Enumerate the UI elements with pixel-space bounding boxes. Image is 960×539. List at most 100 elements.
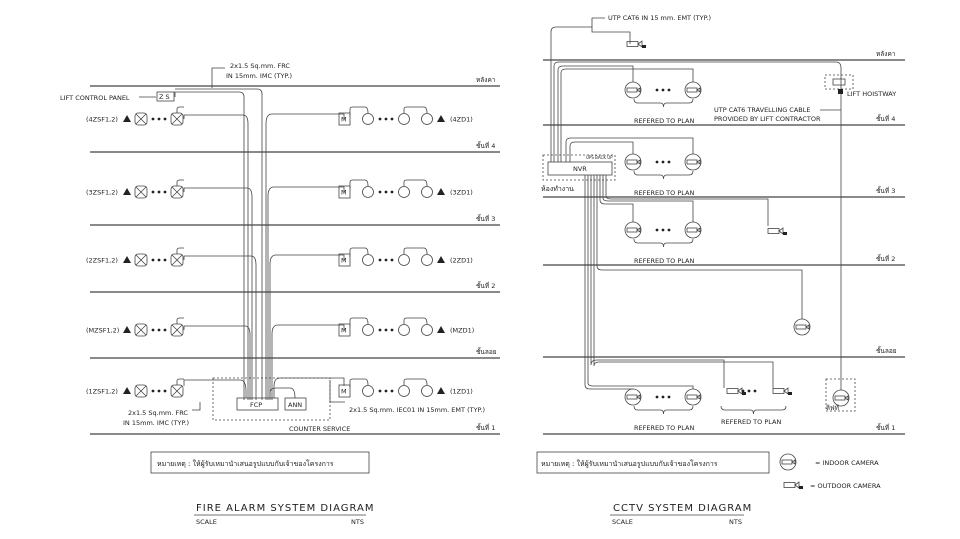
manual-station-icon (338, 185, 351, 199)
bell-icon (123, 115, 131, 122)
outdoor-camera-icon (726, 388, 739, 394)
wire (176, 378, 184, 385)
manual-station-icon (338, 384, 351, 398)
refered-to-plan-label: REFERED TO PLAN (721, 418, 781, 426)
fa-floor-row: (MZSF1,2)M(MZD1) (86, 317, 474, 337)
ellipsis-dot (661, 88, 665, 92)
fa-zone-right-label: (3ZD1) (450, 189, 473, 197)
ellipsis-dot (378, 328, 382, 332)
ellipsis-dot (151, 258, 155, 262)
indoor-camera-body (795, 324, 807, 330)
strobe-icon (398, 324, 410, 336)
cc-note: หมายเหตุ : ให้ผู้รับเหมานำเสนอรูปแบบกับเ… (541, 459, 718, 468)
ellipsis-dot (384, 117, 388, 121)
wire (349, 317, 369, 327)
bell-icon (123, 387, 131, 394)
fa-cable-bl-line1: 2x1.5 Sq.mm. FRC (128, 409, 188, 417)
ellipsis-dot (655, 160, 659, 164)
ellipsis-dot (163, 258, 167, 262)
indoor-camera-icon (684, 221, 702, 239)
strobe-icon (398, 186, 410, 198)
cc-floor-label: ชั้นที่ 4 (876, 114, 895, 123)
cc-scale-value: NTS (729, 518, 742, 526)
smoke-detector-icon (134, 384, 148, 398)
outdoor-camera-lens (794, 481, 800, 489)
smoke-detector-mark (171, 385, 183, 397)
fa-floor-label: ชั้นที่ 4 (476, 141, 495, 150)
ellipsis-dot (661, 395, 665, 399)
bell-icon (437, 115, 445, 122)
counter-service-label: COUNTER SERVICE (289, 425, 350, 433)
outdoor-camera-mount (788, 392, 792, 395)
ellipsis-dot (378, 117, 382, 121)
ellipsis-dot (667, 228, 671, 232)
strobe-icon (362, 254, 374, 266)
lift-control-panel-icon (156, 91, 175, 102)
travelling-cable-line2: PROVIDED BY LIFT CONTRACTOR (714, 115, 821, 123)
refered-to-plan-label: REFERED TO PLAN (634, 117, 694, 125)
smoke-detector-mark (171, 186, 183, 198)
lift-car-area (825, 378, 856, 412)
fa-zone-right-label: (4ZD1) (450, 116, 473, 124)
outdoor-camera-icon (772, 388, 785, 394)
fa-note: หมายเหตุ : ให้ผู้รับเหมานำเสนอรูปแบบกับเ… (157, 459, 334, 468)
fa-zone-left-label: (3ZSF1,2) (86, 189, 118, 197)
strobe-icon (398, 113, 410, 125)
lift-hoistway-box (824, 74, 854, 90)
bell-icon (123, 326, 131, 333)
nvr-label: NVR (573, 165, 587, 173)
ellipsis-dot (655, 395, 659, 399)
indoor-camera-lens (636, 159, 641, 165)
indoor-camera-body (686, 87, 698, 93)
indoor-camera-body (626, 227, 638, 233)
fa-cable-top-line1: 2x1.5 Sq.mm. FRC (230, 62, 290, 70)
ellipsis-dot (753, 389, 757, 393)
outdoor-camera-mount (742, 392, 746, 395)
fa-floor-label: หลังคา (476, 76, 496, 84)
ellipsis-dot (390, 389, 394, 393)
fa-cable-top-line2: IN 15mm. IMC (TYP.) (226, 72, 292, 80)
fa-cable-br: 2x1.5 Sq.mm. IEC01 IN 15mm. EMT (TYP.) (349, 406, 485, 414)
indoor-camera-lens (805, 324, 810, 330)
bell-icon (123, 256, 131, 263)
ellipsis-dot (384, 190, 388, 194)
indoor-camera-lens (636, 227, 641, 233)
indoor-camera-body (626, 159, 638, 165)
ellipsis-dot (667, 160, 671, 164)
cc-floor-label: ชั้นที่ 3 (876, 186, 895, 195)
manual-station-glyph: M (341, 116, 347, 124)
wire (349, 106, 369, 116)
counter-service-area (212, 377, 331, 421)
smoke-detector-mark (171, 324, 183, 336)
indoor-camera-icon (684, 153, 702, 171)
indoor-camera-lens (791, 459, 796, 465)
brace (633, 170, 694, 180)
indoor-camera-body (686, 227, 698, 233)
ellipsis-dot (151, 389, 155, 393)
ellipsis-dot (384, 328, 388, 332)
fa-floor-label: ชั้นที่ 3 (476, 214, 495, 223)
bell-icon (437, 256, 445, 263)
indoor-camera-icon (624, 81, 642, 99)
indoor-camera-icon (684, 81, 702, 99)
wire (403, 378, 428, 386)
wire (349, 247, 369, 257)
indoor-camera-lens (696, 394, 701, 400)
smoke-detector-mark (135, 385, 147, 397)
strobe-icon (398, 385, 410, 397)
manual-station-glyph: M (341, 327, 347, 335)
ellipsis-dot (157, 328, 161, 332)
refered-to-plan-label: REFERED TO PLAN (634, 189, 694, 197)
fa-zone-right-label: (2ZD1) (450, 257, 473, 265)
ellipsis-dot (151, 328, 155, 332)
strobe-icon (362, 186, 374, 198)
smoke-detector-icon (134, 323, 148, 337)
wire (403, 179, 428, 187)
smoke-detector-mark (171, 254, 183, 266)
cc-floor-label: หลังคา (876, 50, 896, 58)
strobe-icon (398, 254, 410, 266)
smoke-detector-mark (135, 113, 147, 125)
ellipsis-dot (378, 389, 382, 393)
